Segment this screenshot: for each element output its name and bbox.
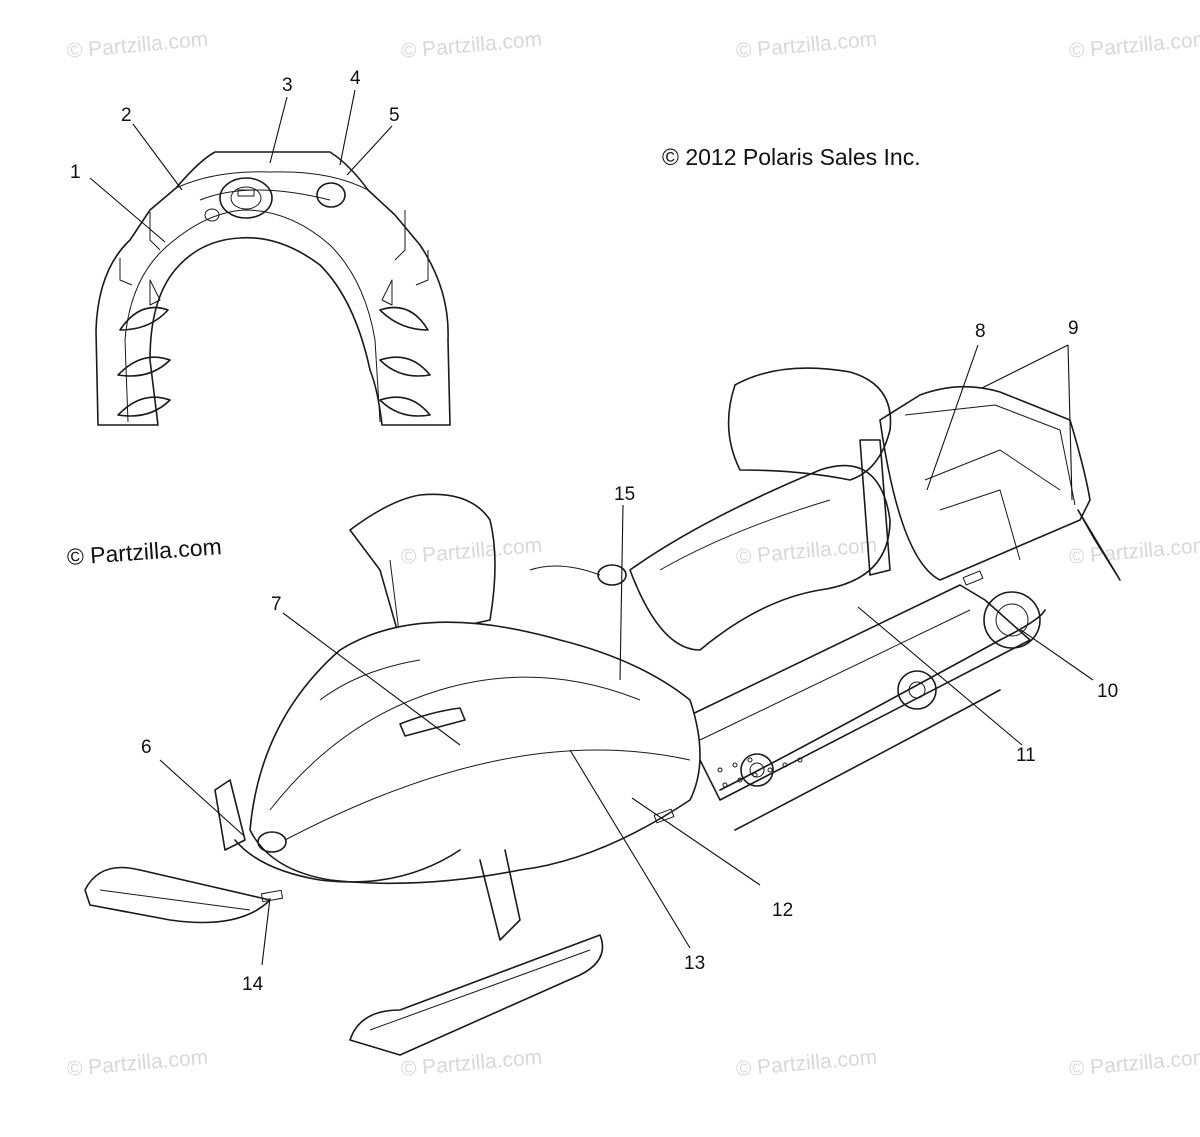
- snowmobile-illustration: [84, 367, 1121, 1056]
- callout-14: 14: [242, 974, 264, 995]
- callout-2: 2: [121, 105, 132, 126]
- callout-9: 9: [1068, 318, 1079, 339]
- callout-7: 7: [271, 594, 282, 615]
- callout-5: 5: [389, 105, 400, 126]
- callout-10: 10: [1097, 681, 1118, 702]
- callout-8: 8: [975, 321, 986, 342]
- callout-numbers: 1 2 3 4 5 6 7 8 9 10 11 12 13 14 15: [70, 68, 1118, 995]
- callout-6: 6: [141, 737, 152, 758]
- callout-11: 11: [1016, 745, 1036, 766]
- callout-4: 4: [350, 68, 361, 89]
- callout-1: 1: [70, 162, 81, 183]
- callout-3: 3: [282, 75, 293, 96]
- callout-12: 12: [772, 900, 793, 921]
- leader-lines: [89, 89, 1094, 966]
- callout-15: 15: [614, 484, 635, 505]
- copyright-notice: © 2012 Polaris Sales Inc.: [662, 144, 921, 170]
- callout-13: 13: [684, 953, 705, 974]
- hood-illustration: [95, 151, 451, 426]
